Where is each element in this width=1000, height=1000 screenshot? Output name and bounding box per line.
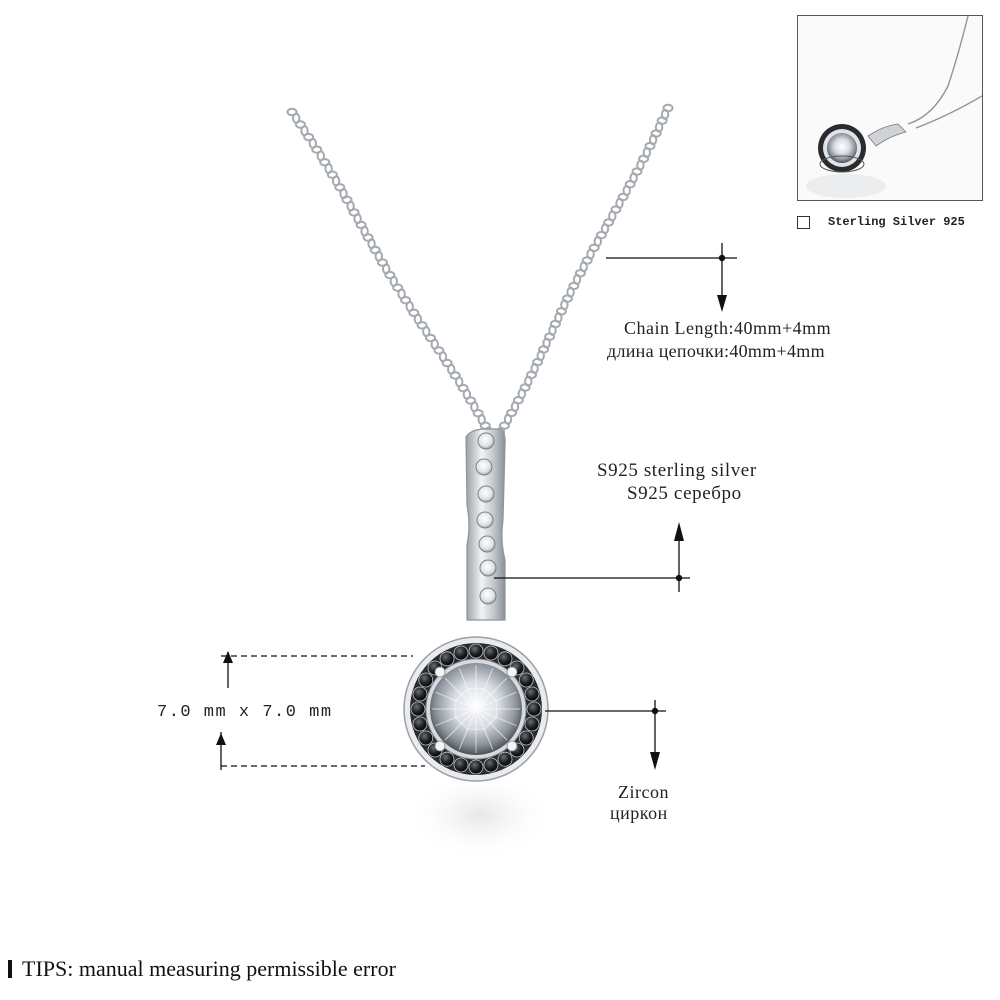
chain-link (425, 333, 436, 343)
bail-stones (475, 432, 497, 605)
variant-thumbnail[interactable] (797, 15, 983, 201)
bail-stone (475, 458, 493, 476)
chain-link (433, 346, 445, 355)
halo-stone (468, 759, 484, 775)
tips-note: TIPS: manual measuring permissible error (8, 956, 396, 982)
halo-stone (439, 651, 455, 667)
halo-stone (518, 730, 534, 746)
halo-stone (418, 730, 434, 746)
halo-stone (439, 751, 455, 767)
material-option-label: Sterling Silver 925 (828, 215, 965, 229)
chain-link (334, 183, 346, 192)
chain-link (603, 218, 615, 227)
halo-stone (526, 701, 542, 717)
necklace-chain (286, 103, 674, 438)
black-halo-stones (410, 643, 542, 775)
facet-line (475, 708, 508, 741)
material-checkbox[interactable] (797, 215, 810, 229)
chain-link (362, 233, 374, 242)
facet-line (444, 677, 477, 710)
material-label: S925 sterling silver (597, 460, 757, 481)
pendant-reflection (405, 770, 555, 860)
halo-stone (483, 645, 499, 661)
chain-link (377, 258, 388, 267)
halo-stone (410, 701, 426, 717)
chain-link (286, 107, 298, 117)
chain-link (449, 371, 461, 380)
chain-link (624, 180, 636, 189)
bail-stone (477, 485, 495, 503)
halo-stone (418, 672, 434, 688)
chain-link (595, 230, 607, 240)
annotation-lines (216, 243, 737, 770)
chain-link (610, 205, 622, 214)
zircon-facets (432, 665, 520, 753)
chain-link (465, 396, 477, 405)
halo-stone (518, 672, 534, 688)
halo-stone (412, 716, 428, 732)
bail-stone (476, 511, 494, 529)
halo-stone (453, 645, 469, 661)
stone-label: Zircon (618, 782, 669, 802)
chain-link (506, 408, 517, 418)
halo-stone (468, 643, 484, 659)
chain-link (326, 170, 338, 179)
bail-stone (479, 559, 497, 577)
chain-link (311, 145, 323, 154)
bail-stone (478, 535, 496, 553)
halo-stone (453, 757, 469, 773)
material-option[interactable]: Sterling Silver 925 (797, 215, 965, 229)
chain-link (617, 192, 629, 202)
variant-thumbnail-image (806, 16, 982, 198)
chain-link (498, 421, 510, 430)
facet-line (444, 708, 477, 741)
tips-marker-icon (8, 960, 12, 978)
halo-stone (483, 757, 499, 773)
chain-length-label: Chain Length:40mm+4mm (624, 318, 832, 338)
chain-link (355, 220, 367, 230)
chain-link (294, 120, 306, 129)
stone-size-label: 7.0 mm x 7.0 mm (157, 703, 333, 722)
halo-stone (524, 716, 540, 732)
chain-link (392, 283, 404, 292)
chain-length-label-ru: длина цепочки:40mm+4mm (607, 341, 825, 361)
pendant-bail (465, 428, 506, 621)
chain-link (319, 158, 331, 167)
chain-link (341, 195, 353, 205)
chain-link (457, 383, 469, 393)
facet-line (475, 677, 508, 710)
facet-table (455, 688, 497, 730)
bail-stone (479, 587, 497, 605)
tips-text: TIPS: manual measuring permissible error (22, 956, 396, 981)
chain-link (581, 256, 593, 265)
chain-link (384, 270, 396, 280)
chain-link (441, 358, 453, 368)
pendant-halo (403, 636, 549, 782)
chain-link (400, 296, 412, 305)
chain-link (369, 245, 381, 255)
halo-stone (524, 686, 540, 702)
material-label-ru: S925 серебро (627, 483, 742, 504)
chain-link (408, 308, 420, 317)
stone-label-ru: циркон (610, 803, 668, 823)
halo-stone (497, 751, 513, 767)
chain-link (348, 208, 360, 217)
chain-link (416, 321, 428, 330)
chain-link (303, 132, 315, 142)
bail-stone (477, 432, 495, 450)
prongs (434, 666, 518, 752)
halo-stone (412, 686, 428, 702)
chain-link (588, 243, 600, 253)
chain-link (472, 409, 484, 418)
halo-stone (497, 651, 513, 667)
